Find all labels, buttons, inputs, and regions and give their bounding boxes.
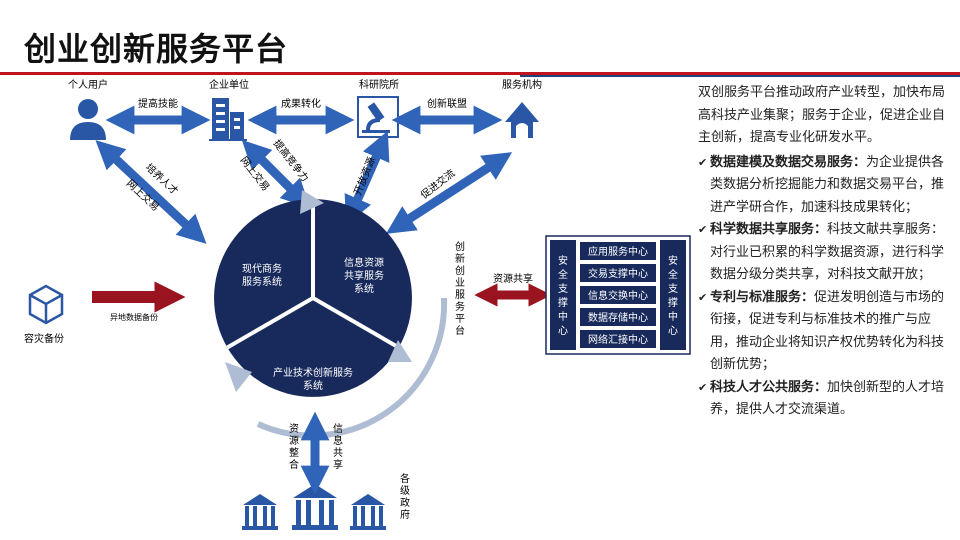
link-label-offsite-backup: 异地数据备份 — [110, 312, 158, 322]
building-icon — [209, 98, 247, 141]
title-underline-blue — [520, 75, 960, 77]
intro-paragraph: 双创服务平台推动政府产业转型，加快布局高科技产业集聚；服务于企业，促进企业自主创… — [698, 85, 946, 145]
center-item-label: 信息交换中心 — [588, 289, 648, 302]
check-icon: ✔ — [698, 380, 708, 394]
arrow-research-circle — [344, 130, 390, 226]
link-label-innovation-union: 创新联盟 — [427, 97, 467, 110]
service-item-title: 科学数据共享服务： — [710, 222, 828, 237]
government-icon-left — [242, 494, 278, 530]
page-title: 创业创新服务平台 — [24, 30, 289, 68]
service-item-data-modeling: ✔数据建模及数据交易服务：为企业提供各类数据分析挖掘能力和数据交易平台，推进产学… — [698, 152, 946, 220]
service-item-text: 科技文献共享服务：对行业已积累的科学数据资源，进行科学数据分级分类共享，对科技文… — [710, 222, 945, 282]
node-label-service: 服务机构 — [502, 78, 542, 91]
security-center-right — [660, 240, 686, 350]
service-item-text: 促进发明创造与市场的衔接，促进专利与标准技术的推广与应用，推动企业将知识产权优势… — [710, 289, 945, 373]
check-icon: ✔ — [698, 155, 708, 169]
security-center-left — [550, 240, 576, 350]
ring-arrowhead-left — [225, 362, 252, 392]
description-panel: 双创服务平台推动政府产业转型，加快布局高科技产业集聚；服务于企业，促进企业自主创… — [698, 82, 946, 422]
link-label-resource-sharing: 资源共享 — [493, 272, 533, 285]
person-icon — [70, 99, 106, 140]
segment-industry — [227, 298, 399, 397]
government-icon-center — [292, 484, 338, 530]
arrow-service-circle — [385, 152, 513, 234]
link-label-resource-integration: 资源整合 — [289, 423, 299, 471]
node-label-research: 科研院所 — [359, 78, 399, 91]
arrow-enterprise-circle — [241, 139, 311, 209]
ring-arrowhead-top — [300, 190, 324, 214]
service-item-title: 专利与标准服务： — [710, 289, 815, 305]
center-item-box — [580, 286, 656, 304]
service-item-title: 数据建模及数据交易服务： — [710, 154, 867, 170]
center-item-box — [580, 330, 656, 348]
check-icon: ✔ — [698, 223, 708, 236]
security-center-left-label: 安全支撑中心 — [558, 254, 568, 337]
center-item-box — [580, 264, 656, 282]
service-item-text: 为企业提供各类数据分析挖掘能力和数据交易平台，推进产学研合作，加速科技成果转化； — [710, 154, 945, 215]
service-item-title: 科技人才公共服务： — [710, 379, 828, 395]
service-item-text: 加快创新型的人才培养，提供人才交流渠道。 — [710, 379, 945, 418]
outer-ring — [256, 297, 448, 439]
center-item-label: 网络汇接中心 — [588, 333, 648, 346]
link-label-improve-skills: 提高技能 — [138, 97, 178, 110]
segment-industry-label: 产业技术创新服务系统 — [273, 366, 353, 392]
center-item-box — [580, 242, 656, 260]
arrow-personal-circle — [95, 140, 207, 244]
center-item-box — [580, 308, 656, 326]
center-item-label: 数据存储中心 — [588, 311, 648, 324]
node-label-disaster: 容灾备份 — [24, 332, 64, 345]
node-label-personal: 个人用户 — [68, 78, 108, 91]
ring-arrowhead-right — [388, 340, 412, 362]
link-label-open-resources: 开放资源 — [351, 155, 378, 197]
service-item-patent: ✔专利与标准服务：促进发明创造与市场的衔接，促进专利与标准技术的推广与应用，推动… — [698, 287, 946, 377]
core-services-circle: 现代商务服务系统 信息资源共享服务系统 产业技术创新服务系统 — [214, 190, 448, 439]
backup-cube-icon — [28, 284, 64, 325]
government-building-icons — [242, 484, 386, 530]
microscope-icon — [357, 96, 399, 138]
check-icon: ✔ — [698, 290, 708, 304]
institution-roof-icon — [505, 102, 539, 138]
center-item-label: 交易支撑中心 — [588, 267, 648, 280]
title-underline-red — [0, 72, 960, 75]
government-icon-right — [350, 494, 386, 530]
segment-commerce-label: 现代商务服务系统 — [242, 262, 282, 288]
node-label-government: 各级政府 — [400, 472, 410, 521]
node-label-enterprise: 企业单位 — [209, 78, 249, 91]
platform-vertical-label: 创新创业服务平台 — [455, 240, 465, 337]
service-item-talent: ✔科技人才公共服务：加快创新型的人才培养，提供人才交流渠道。 — [698, 377, 946, 422]
service-item-science-data: ✔科学数据共享服务：科技文献共享服务：对行业已积累的科学数据资源，进行科学数据分… — [698, 219, 946, 287]
link-label-achievement: 成果转化 — [281, 97, 321, 110]
security-support-panel: 安全支撑中心 安全支撑中心 应用服务中心交易支撑中心信息交换中心数据存储中心网络… — [545, 235, 691, 355]
segment-info-label: 信息资源共享服务系统 — [344, 256, 384, 295]
center-item-label: 应用服务中心 — [588, 245, 648, 258]
security-center-right-label: 安全支撑中心 — [668, 254, 678, 337]
link-label-info-sharing: 信息共享 — [333, 423, 343, 471]
